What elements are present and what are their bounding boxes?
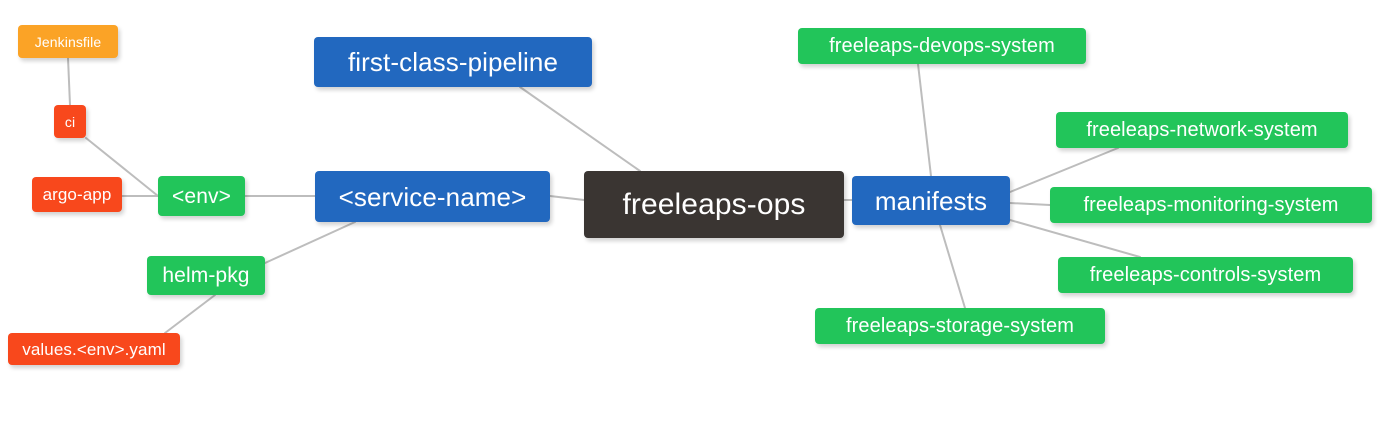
node-label: freeleaps-ops xyxy=(622,187,806,221)
edge-manifests-to-freeleaps-storage-system xyxy=(939,224,966,309)
edge-helm-pkg-to-service-name xyxy=(264,221,356,264)
edge-manifests-to-freeleaps-monitoring-system xyxy=(1009,202,1051,206)
node-label: <env> xyxy=(172,184,231,208)
node-manifests[interactable]: manifests xyxy=(852,176,1010,225)
node-freeleaps-network-system[interactable]: freeleaps-network-system xyxy=(1056,112,1348,148)
node-env[interactable]: <env> xyxy=(158,176,245,216)
node-freeleaps-devops-system[interactable]: freeleaps-devops-system xyxy=(798,28,1086,64)
edge-manifests-to-freeleaps-network-system xyxy=(1009,147,1119,193)
node-label: freeleaps-devops-system xyxy=(829,35,1055,57)
edge-jenkinsfile-to-ci xyxy=(67,57,71,106)
node-root[interactable]: freeleaps-ops xyxy=(584,171,844,238)
node-label: freeleaps-controls-system xyxy=(1089,264,1322,286)
node-label: Jenkinsfile xyxy=(34,33,102,50)
node-jenkinsfile[interactable]: Jenkinsfile xyxy=(18,25,118,58)
node-label: helm-pkg xyxy=(162,264,250,287)
node-helm-pkg[interactable]: helm-pkg xyxy=(147,256,265,295)
node-first-class-pipeline[interactable]: first-class-pipeline xyxy=(314,37,592,87)
node-values-env-yaml[interactable]: values.<env>.yaml xyxy=(8,333,180,365)
edge-first-class-pipeline-to-root xyxy=(519,86,641,172)
node-label: first-class-pipeline xyxy=(347,47,559,77)
node-freeleaps-storage-system[interactable]: freeleaps-storage-system xyxy=(815,308,1105,344)
node-label: manifests xyxy=(874,185,988,216)
edge-service-name-to-root xyxy=(549,195,585,201)
node-label: freeleaps-network-system xyxy=(1086,119,1318,141)
node-label: freeleaps-storage-system xyxy=(845,315,1075,337)
node-ci[interactable]: ci xyxy=(54,105,86,138)
node-label: values.<env>.yaml xyxy=(22,339,166,359)
node-label: <service-name> xyxy=(338,181,527,212)
edge-manifests-to-freeleaps-controls-system xyxy=(1009,219,1141,258)
node-argo-app[interactable]: argo-app xyxy=(32,177,122,212)
edge-values-env-yaml-to-helm-pkg xyxy=(164,294,216,334)
node-service-name[interactable]: <service-name> xyxy=(315,171,550,222)
node-label: freeleaps-monitoring-system xyxy=(1083,194,1339,216)
node-label: argo-app xyxy=(42,185,112,204)
node-label: ci xyxy=(64,113,76,130)
node-freeleaps-controls-system[interactable]: freeleaps-controls-system xyxy=(1058,257,1353,293)
node-freeleaps-monitoring-system[interactable]: freeleaps-monitoring-system xyxy=(1050,187,1372,223)
edge-manifests-to-freeleaps-devops-system xyxy=(917,63,932,177)
